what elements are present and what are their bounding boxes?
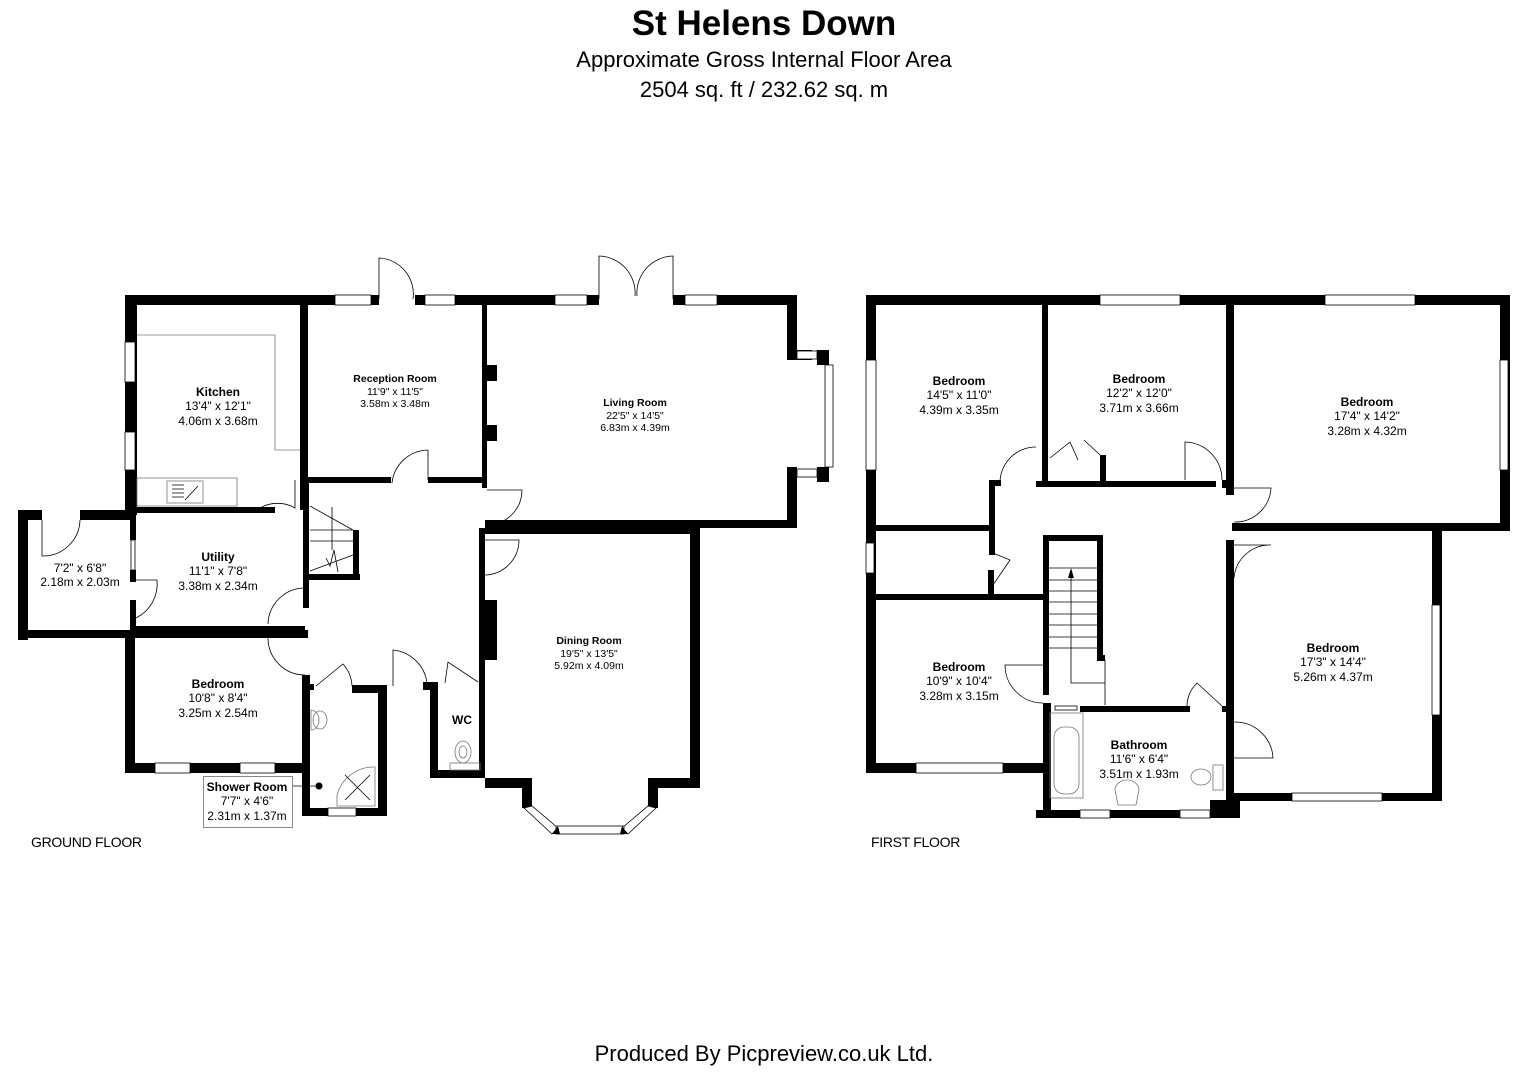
room-utility: Utility 11'1" x 7'8" 3.38m x 2.34m — [178, 550, 257, 593]
room-name: Reception Room — [353, 373, 437, 385]
room-dimensions-imperial: 19'5" x 13'5" — [560, 647, 618, 660]
room-name: Bedroom — [932, 374, 986, 388]
room-name: Kitchen — [195, 385, 240, 399]
ground-floor-plan — [18, 255, 834, 835]
room-dimensions-imperial: 10'9" x 10'4" — [926, 674, 992, 689]
room-dimensions-metric: 5.92m x 4.09m — [554, 660, 624, 673]
room-dimensions-imperial: 17'3" x 14'4" — [1300, 655, 1366, 670]
room-dimensions-metric: 3.38m x 2.34m — [178, 578, 258, 593]
first-floor-label: FIRST FLOOR — [871, 834, 961, 850]
room-bedroom-5: Bedroom 17'3" x 14'4" 5.26m x 4.37m — [1293, 641, 1372, 684]
room-name: Bedroom — [1306, 641, 1360, 655]
room-name: Living Room — [603, 397, 667, 409]
room-dimensions-imperial: 10'8" x 8'4" — [188, 691, 248, 706]
room-dimensions-imperial: 7'7" x 4'6" — [220, 794, 274, 809]
page-subtitle: Approximate Gross Internal Floor Area — [576, 47, 952, 72]
room-name: Bedroom — [1340, 395, 1394, 409]
room-dimensions-metric: 3.28m x 3.15m — [919, 688, 999, 703]
room-dimensions-metric: 4.06m x 3.68m — [178, 413, 258, 428]
room-shower: Shower Room 7'7" x 4'6" 2.31m x 1.37m — [207, 780, 288, 823]
room-bedroom-2: Bedroom 12'2" x 12'0" 3.71m x 3.66m — [1099, 372, 1178, 415]
room-dimensions-imperial: 14'5" x 11'0" — [926, 388, 992, 403]
room-dimensions-imperial: 13'4" x 12'1" — [185, 399, 251, 414]
room-dimensions-imperial: 11'9" x 11'5" — [366, 385, 424, 398]
room-dimensions-metric: 6.83m x 4.39m — [600, 422, 670, 435]
floor-area: 2504 sq. ft / 232.62 sq. m — [639, 77, 889, 102]
room-dimensions-metric: 3.58m x 3.48m — [360, 398, 430, 411]
room-name: Dining Room — [556, 635, 622, 647]
room-dimensions-metric: 3.28m x 4.32m — [1327, 423, 1407, 438]
room-bedroom-ground: Bedroom 10'8" x 8'4" 3.25m x 2.54m — [178, 677, 257, 720]
room-name: Bedroom — [932, 660, 986, 674]
room-dining: Dining Room 19'5" x 13'5" 5.92m x 4.09m — [554, 635, 623, 673]
room-dimensions-metric: 3.25m x 2.54m — [178, 705, 258, 720]
room-wc: WC — [452, 713, 472, 727]
room-name: Bedroom — [191, 677, 245, 691]
room-dimensions-imperial: 11'6" x 6'4" — [1109, 752, 1169, 767]
room-name: Shower Room — [206, 780, 288, 794]
shower-room-label-box — [203, 776, 293, 828]
room-store: 7'2" x 6'8" 2.18m x 2.03m — [40, 561, 119, 590]
footer-credit: Produced By Picpreview.co.uk Ltd. — [594, 1041, 934, 1066]
room-dimensions-metric: 3.71m x 3.66m — [1099, 400, 1179, 415]
room-bedroom-1: Bedroom 14'5" x 11'0" 4.39m x 3.35m — [919, 374, 998, 417]
room-kitchen: Kitchen 13'4" x 12'1" 4.06m x 3.68m — [178, 385, 257, 428]
room-bedroom-4: Bedroom 10'9" x 10'4" 3.28m x 3.15m — [919, 660, 998, 703]
room-name: Bedroom — [1112, 372, 1166, 386]
room-dimensions-imperial: 12'2" x 12'0" — [1106, 386, 1172, 401]
room-dimensions-metric: 4.39m x 3.35m — [919, 402, 999, 417]
room-bedroom-3: Bedroom 17'4" x 14'2" 3.28m x 4.32m — [1327, 395, 1406, 438]
room-dimensions-imperial: 22'5" x 14'5" — [606, 409, 664, 422]
room-name: Utility — [201, 550, 235, 564]
room-name: Bathroom — [1110, 738, 1168, 752]
room-dimensions-metric: 3.51m x 1.93m — [1099, 766, 1179, 781]
first-floor-plan — [865, 294, 1510, 819]
room-dimensions-metric: 2.18m x 2.03m — [40, 575, 120, 590]
room-dimensions-imperial: 7'2" x 6'8" — [53, 561, 107, 575]
room-name: WC — [452, 713, 472, 727]
room-dimensions-metric: 5.26m x 4.37m — [1293, 669, 1373, 684]
room-living: Living Room 22'5" x 14'5" 6.83m x 4.39m — [600, 397, 669, 435]
room-reception: Reception Room 11'9" x 11'5" 3.58m x 3.4… — [353, 373, 436, 411]
room-dimensions-imperial: 11'1" x 7'8" — [188, 564, 248, 579]
room-bathroom: Bathroom 11'6" x 6'4" 3.51m x 1.93m — [1099, 738, 1178, 781]
room-dimensions-imperial: 17'4" x 14'2" — [1334, 409, 1400, 424]
ground-floor-label: GROUND FLOOR — [31, 834, 142, 850]
page-title: St Helens Down — [631, 4, 897, 43]
room-dimensions-metric: 2.31m x 1.37m — [207, 808, 287, 823]
